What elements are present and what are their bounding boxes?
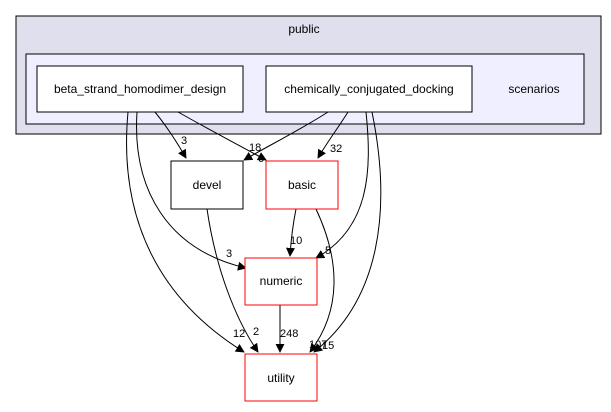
node-devel[interactable]: devel bbox=[170, 160, 244, 210]
cluster-scenarios-label: scenarios bbox=[508, 82, 559, 96]
node-chemically-conjugated-docking[interactable]: chemically_conjugated_docking bbox=[265, 65, 473, 113]
node-chemically-conjugated-docking-label: chemically_conjugated_docking bbox=[284, 82, 453, 96]
edge-label-chem-basic[interactable]: 32 bbox=[330, 143, 342, 155]
edge-labels: 3 18 6 32 10 5 3 12 2 248 107 15 bbox=[181, 135, 342, 352]
edge-label-beta-basic[interactable]: 18 bbox=[249, 142, 261, 154]
node-beta-strand-homodimer-design[interactable]: beta_strand_homodimer_design bbox=[36, 65, 244, 113]
edge-devel-utility bbox=[206, 208, 259, 353]
edge-chem-devel bbox=[243, 111, 329, 161]
node-beta-strand-homodimer-design-label: beta_strand_homodimer_design bbox=[54, 82, 226, 96]
node-basic[interactable]: basic bbox=[265, 160, 339, 210]
edge-chem-numeric bbox=[315, 111, 369, 259]
node-numeric[interactable]: numeric bbox=[244, 257, 318, 306]
edge-label-beta-devel[interactable]: 3 bbox=[181, 135, 187, 147]
node-devel-label: devel bbox=[193, 178, 222, 192]
edge-chem-utility bbox=[313, 111, 382, 353]
edge-label-chem-numeric[interactable]: 5 bbox=[325, 245, 331, 257]
node-utility[interactable]: utility bbox=[244, 353, 318, 402]
edge-label-chem-utility[interactable]: 15 bbox=[322, 340, 334, 352]
edge-basic-utility bbox=[309, 208, 335, 353]
edge-label-beta-utility[interactable]: 12 bbox=[233, 328, 245, 340]
cluster-public-label: public bbox=[288, 22, 319, 36]
edge-chem-basic bbox=[317, 111, 349, 159]
edge-basic-numeric bbox=[286, 208, 297, 257]
edge-beta-utility bbox=[126, 111, 245, 353]
node-basic-label: basic bbox=[288, 178, 316, 192]
edge-label-devel-utility[interactable]: 2 bbox=[253, 326, 259, 338]
edge-label-numeric-utility[interactable]: 248 bbox=[280, 328, 298, 340]
edge-label-beta-numeric[interactable]: 3 bbox=[226, 248, 232, 260]
edge-beta-basic bbox=[177, 111, 267, 161]
edge-label-basic-utility[interactable]: 107 bbox=[309, 339, 327, 351]
edge-label-beta-basic-b[interactable]: 6 bbox=[258, 153, 264, 165]
node-utility-label: utility bbox=[267, 371, 294, 385]
edge-label-basic-numeric[interactable]: 10 bbox=[290, 235, 302, 247]
edge-beta-devel bbox=[154, 111, 187, 159]
node-numeric-label: numeric bbox=[260, 274, 303, 288]
edges bbox=[126, 111, 382, 353]
edge-beta-numeric bbox=[136, 111, 247, 271]
